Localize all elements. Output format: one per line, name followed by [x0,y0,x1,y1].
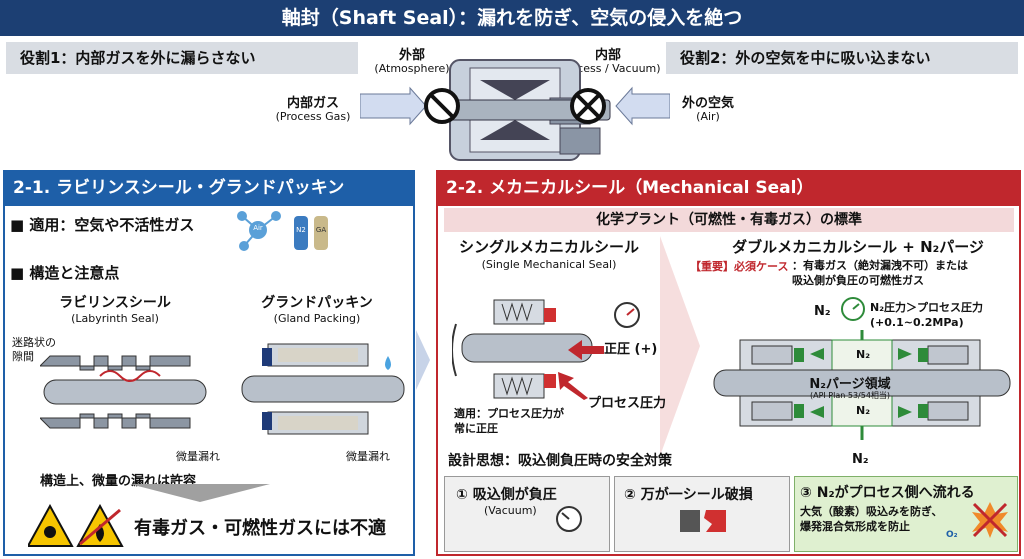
gland-leak-label: 微量漏れ [346,450,390,463]
single-seal-drawing [452,299,593,399]
labyrinth-panel-header: 2-1. ラビリンスシール・グランドパッキン [3,170,415,206]
labyrinth-seal-drawing [40,355,207,429]
process-pressure-label: プロセス圧力 [588,396,667,411]
double-seal-title: ダブルメカニカルシール + N₂パージ [732,238,984,256]
labyrinth-gap-note: 迷路状の 隙間 [12,336,56,363]
cylinder-ga-text: GA [315,226,327,234]
toxic-warning-icon [28,504,74,547]
gland-packing-drawing [241,343,405,435]
gas-cylinder-icon [294,216,328,250]
n2-inlet-label: N₂ [852,452,869,467]
step-1-label: ① 吸込側が負圧 [456,487,557,503]
important-text: ：有毒ガス（絶対漏洩不可）または 吸込側が負圧の可燃性ガス [792,259,968,287]
step-2-box [614,476,790,552]
n2-top-label: N₂ [814,304,831,319]
inside-sub: (Process / Vacuum) [555,62,661,75]
double-seal-drawing [713,330,1011,440]
chevron-right-icon [416,330,430,390]
step-1-box [444,476,610,552]
single-seal-sub: (Single Mechanical Seal) [481,258,617,271]
left-arrow-icon [568,340,604,360]
molecule-air-text: Air [253,224,263,232]
air-label: 外の空気 [681,96,734,111]
role-2-box: 役割2：外の空気を中に吸い込まない [666,42,1018,74]
inside-label: 内部 [594,48,621,63]
important-tag: 【重要】必須ケース [690,260,789,273]
api-plan-label: (API Plan 53/54相当) [809,391,891,400]
outside-sub: (Atmosphere) [374,62,450,75]
gas-icons [237,211,328,251]
positive-pressure-label: 正圧 (+) [604,342,658,357]
apply-text: ■ 適用：空気や不活性ガス [10,216,195,234]
n2-chamber-top: N₂ [855,348,871,361]
unsuitable-warning: 有毒ガス・可燃性ガスには不適 [134,518,386,539]
step-3-label: ③ N₂がプロセス側へ流れる [800,485,975,501]
pressure-arrow-icon [558,372,588,400]
labyrinth-title: ラビリンスシール [59,295,171,311]
no-intake-icon [570,88,606,124]
n2-gauge-icon [841,297,865,321]
process-gas-label: 内部ガス [286,96,339,111]
design-heading: 設計思想：吸込側負圧時の安全対策 [448,453,672,469]
step-1-sub: (Vacuum) [484,504,537,517]
mechanical-seal-header: 2-2. メカニカルシール（Mechanical Seal） [436,170,1021,206]
step-3-text: 大気（酸素）吸込みを防ぎ、 爆発混合気形成を防止 [800,505,943,533]
n2-pressure-note: N₂圧力＞プロセス圧力 (+0.1~0.2MPa) [870,301,984,329]
n2-chamber-bottom: N₂ [855,404,871,417]
labyrinth-sub: (Labyrinth Seal) [71,312,159,325]
pressure-gauge-icon [614,302,640,328]
section-divider-arrow [660,236,700,456]
hazard-icons [28,504,124,547]
broken-seal-icon [680,510,726,532]
purge-area-label: N₂パージ領域 [809,377,891,392]
air-sub: (Air) [696,110,720,123]
cylinder-n2-text: N2 [296,226,306,234]
page-title: 軸封（Shaft Seal）：漏れを防ぎ、空気の侵入を絶つ [0,0,1024,36]
process-gas-sub: (Process Gas) [275,110,351,123]
labyrinth-leak-label: 微量漏れ [176,450,220,463]
outside-label: 外部 [398,48,425,63]
no-leak-icon [424,88,460,124]
gland-title: グランドパッキン [261,295,373,311]
structure-heading: ■ 構造と注意点 [10,264,120,282]
down-arrow-icon [130,484,270,502]
o2-label: O₂ [946,530,958,540]
fire-warning-icon [76,504,124,547]
single-seal-title: シングルメカニカルシール [458,238,639,256]
single-seal-apply: 適用：プロセス圧力が 常に正圧 [454,407,564,435]
molecule-icon [237,211,281,251]
no-explosion-icon [972,502,1008,538]
role-1-box: 役割1：内部ガスを外に漏らさない [6,42,358,74]
step-2-label: ② 万が一シール破損 [624,487,753,503]
chemical-plant-subhead: 化学プラント（可燃性・有毒ガス）の標準 [444,208,1014,232]
gland-sub: (Gland Packing) [273,312,361,325]
vacuum-gauge-icon [556,506,582,532]
pump-diagram [360,59,670,161]
